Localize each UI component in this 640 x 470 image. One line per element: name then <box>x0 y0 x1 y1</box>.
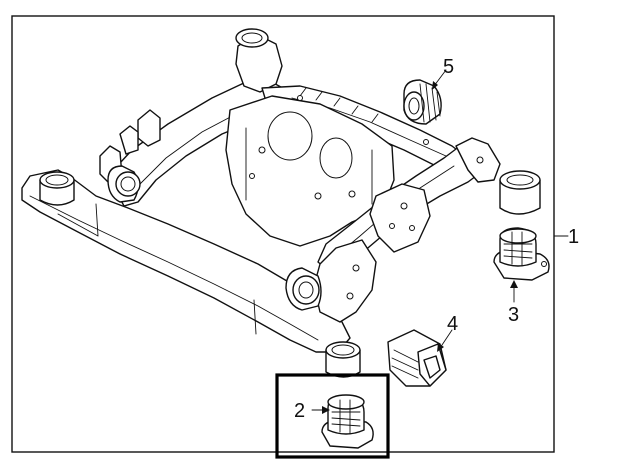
subframe-assembly <box>21 28 541 378</box>
part-2-highlight-box <box>275 373 390 459</box>
callout-4: 4 <box>447 313 458 335</box>
bushing-part-2[interactable] <box>321 394 374 449</box>
callout-leaders <box>311 69 569 414</box>
callout-2: 2 <box>294 400 305 422</box>
callout-1: 1 <box>568 226 579 248</box>
bushing-part-3[interactable] <box>493 227 550 281</box>
diagram-frame <box>11 15 555 453</box>
bushing-part-4[interactable] <box>387 329 447 387</box>
bushing-part-5[interactable] <box>403 79 442 125</box>
callout-3: 3 <box>508 304 519 326</box>
callout-5: 5 <box>443 56 454 78</box>
